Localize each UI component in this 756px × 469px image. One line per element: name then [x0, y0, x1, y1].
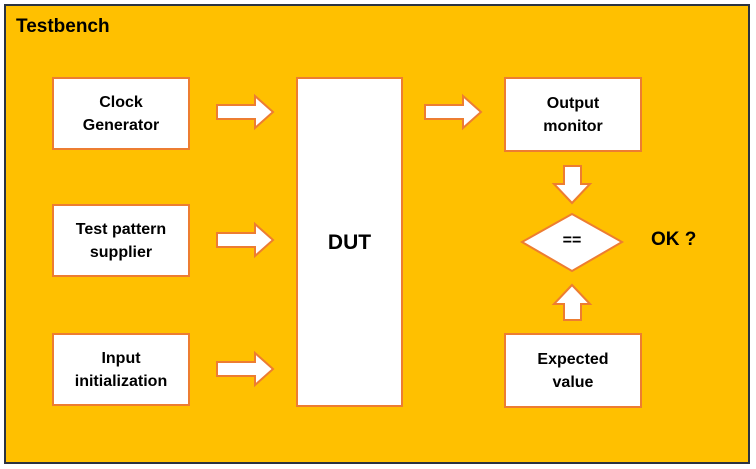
- comparator-diamond: [519, 212, 625, 273]
- expected-value-block: Expected value: [504, 333, 642, 408]
- expected-value-label-line2: value: [552, 373, 594, 391]
- arrow-monitor-to-comparator: [551, 165, 593, 205]
- output-monitor-block: Output monitor: [504, 77, 642, 152]
- test-pattern-supplier-label-line1: Test pattern: [75, 220, 167, 238]
- arrow-init-to-dut: [216, 350, 275, 388]
- arrow-pattern-to-dut: [216, 221, 275, 259]
- clock-generator-label-line2: Generator: [82, 116, 160, 134]
- arrow-dut-to-monitor: [424, 93, 483, 131]
- clock-generator-label-line1: Clock: [99, 93, 143, 111]
- output-monitor-label-line1: Output: [546, 94, 600, 112]
- input-initialization-label-line2: initialization: [74, 372, 168, 390]
- input-initialization-label-line1: Input: [101, 349, 141, 367]
- expected-value-label-line1: Expected: [537, 350, 609, 368]
- dut-block: DUT: [296, 77, 403, 407]
- test-pattern-supplier-label-line2: supplier: [89, 243, 153, 261]
- comparator-label: ==: [562, 232, 582, 249]
- input-initialization-block: Input initialization: [52, 333, 190, 406]
- dut-label: DUT: [327, 230, 372, 254]
- arrow-clock-to-dut: [216, 93, 275, 131]
- testbench-title: Testbench: [16, 16, 110, 37]
- test-pattern-supplier-block: Test pattern supplier: [52, 204, 190, 277]
- clock-generator-block: Clock Generator: [52, 77, 190, 150]
- arrow-expected-to-comparator: [551, 283, 593, 321]
- ok-result-label: OK ?: [651, 229, 697, 250]
- output-monitor-label-line2: monitor: [543, 117, 603, 135]
